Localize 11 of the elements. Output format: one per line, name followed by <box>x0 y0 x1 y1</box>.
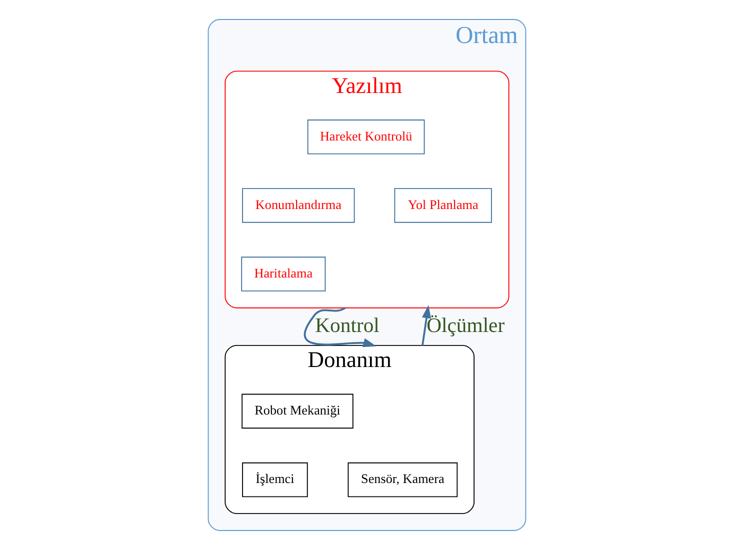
edge-label: Kontrol <box>315 314 380 337</box>
node-box: İşlemci <box>242 462 308 498</box>
arrow <box>304 307 376 348</box>
node-box: Haritalama <box>241 256 326 292</box>
node-box: Hareket Kontrolü <box>307 120 425 154</box>
node-box: Yol Planlama <box>394 188 492 223</box>
node-box: Robot Mekaniği <box>242 394 354 429</box>
node-box: Konumlandırma <box>242 188 355 223</box>
arrow <box>422 305 432 346</box>
edge-label: Ölçümler <box>426 314 505 337</box>
node-box: Sensör, Kamera <box>348 462 458 498</box>
